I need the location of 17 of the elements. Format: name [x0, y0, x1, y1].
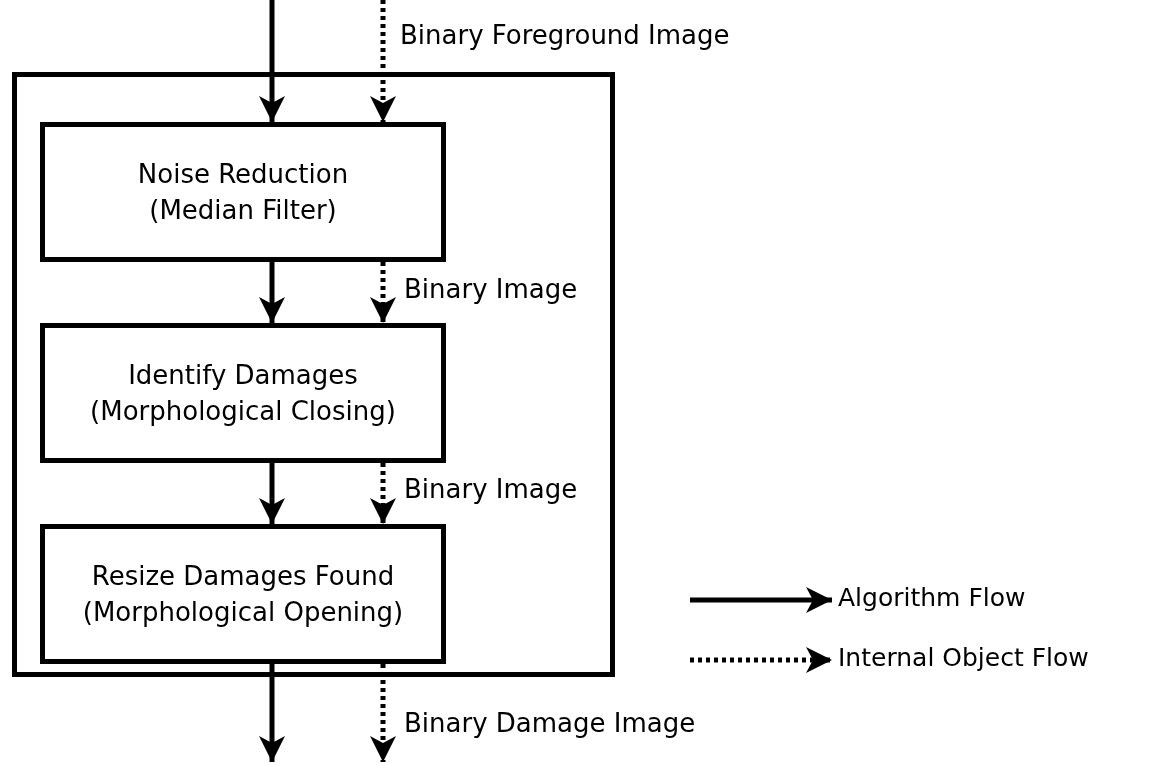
- dotted-arrow: [370, 0, 396, 122]
- process-box: [40, 323, 446, 463]
- box-label: Resize Damages Found (Morphological Opening): [81, 559, 405, 629]
- dotted-arrow: [370, 664, 396, 762]
- arrow: [259, 262, 285, 323]
- box-label: Identify Damages (Morphological Closing): [89, 358, 397, 428]
- legend-label: Internal Object Flow: [838, 643, 1089, 672]
- dotted-arrow: [370, 463, 396, 524]
- process-box: [40, 122, 446, 262]
- arrow: [259, 664, 285, 762]
- box-label: Noise Reduction (Median Filter): [136, 157, 350, 227]
- container-box: [12, 72, 615, 677]
- arrow: [259, 0, 285, 122]
- dotted-arrow: [370, 262, 396, 323]
- arrow: [259, 463, 285, 524]
- legend-label: Algorithm Flow: [838, 583, 1026, 612]
- process-box: [40, 524, 446, 664]
